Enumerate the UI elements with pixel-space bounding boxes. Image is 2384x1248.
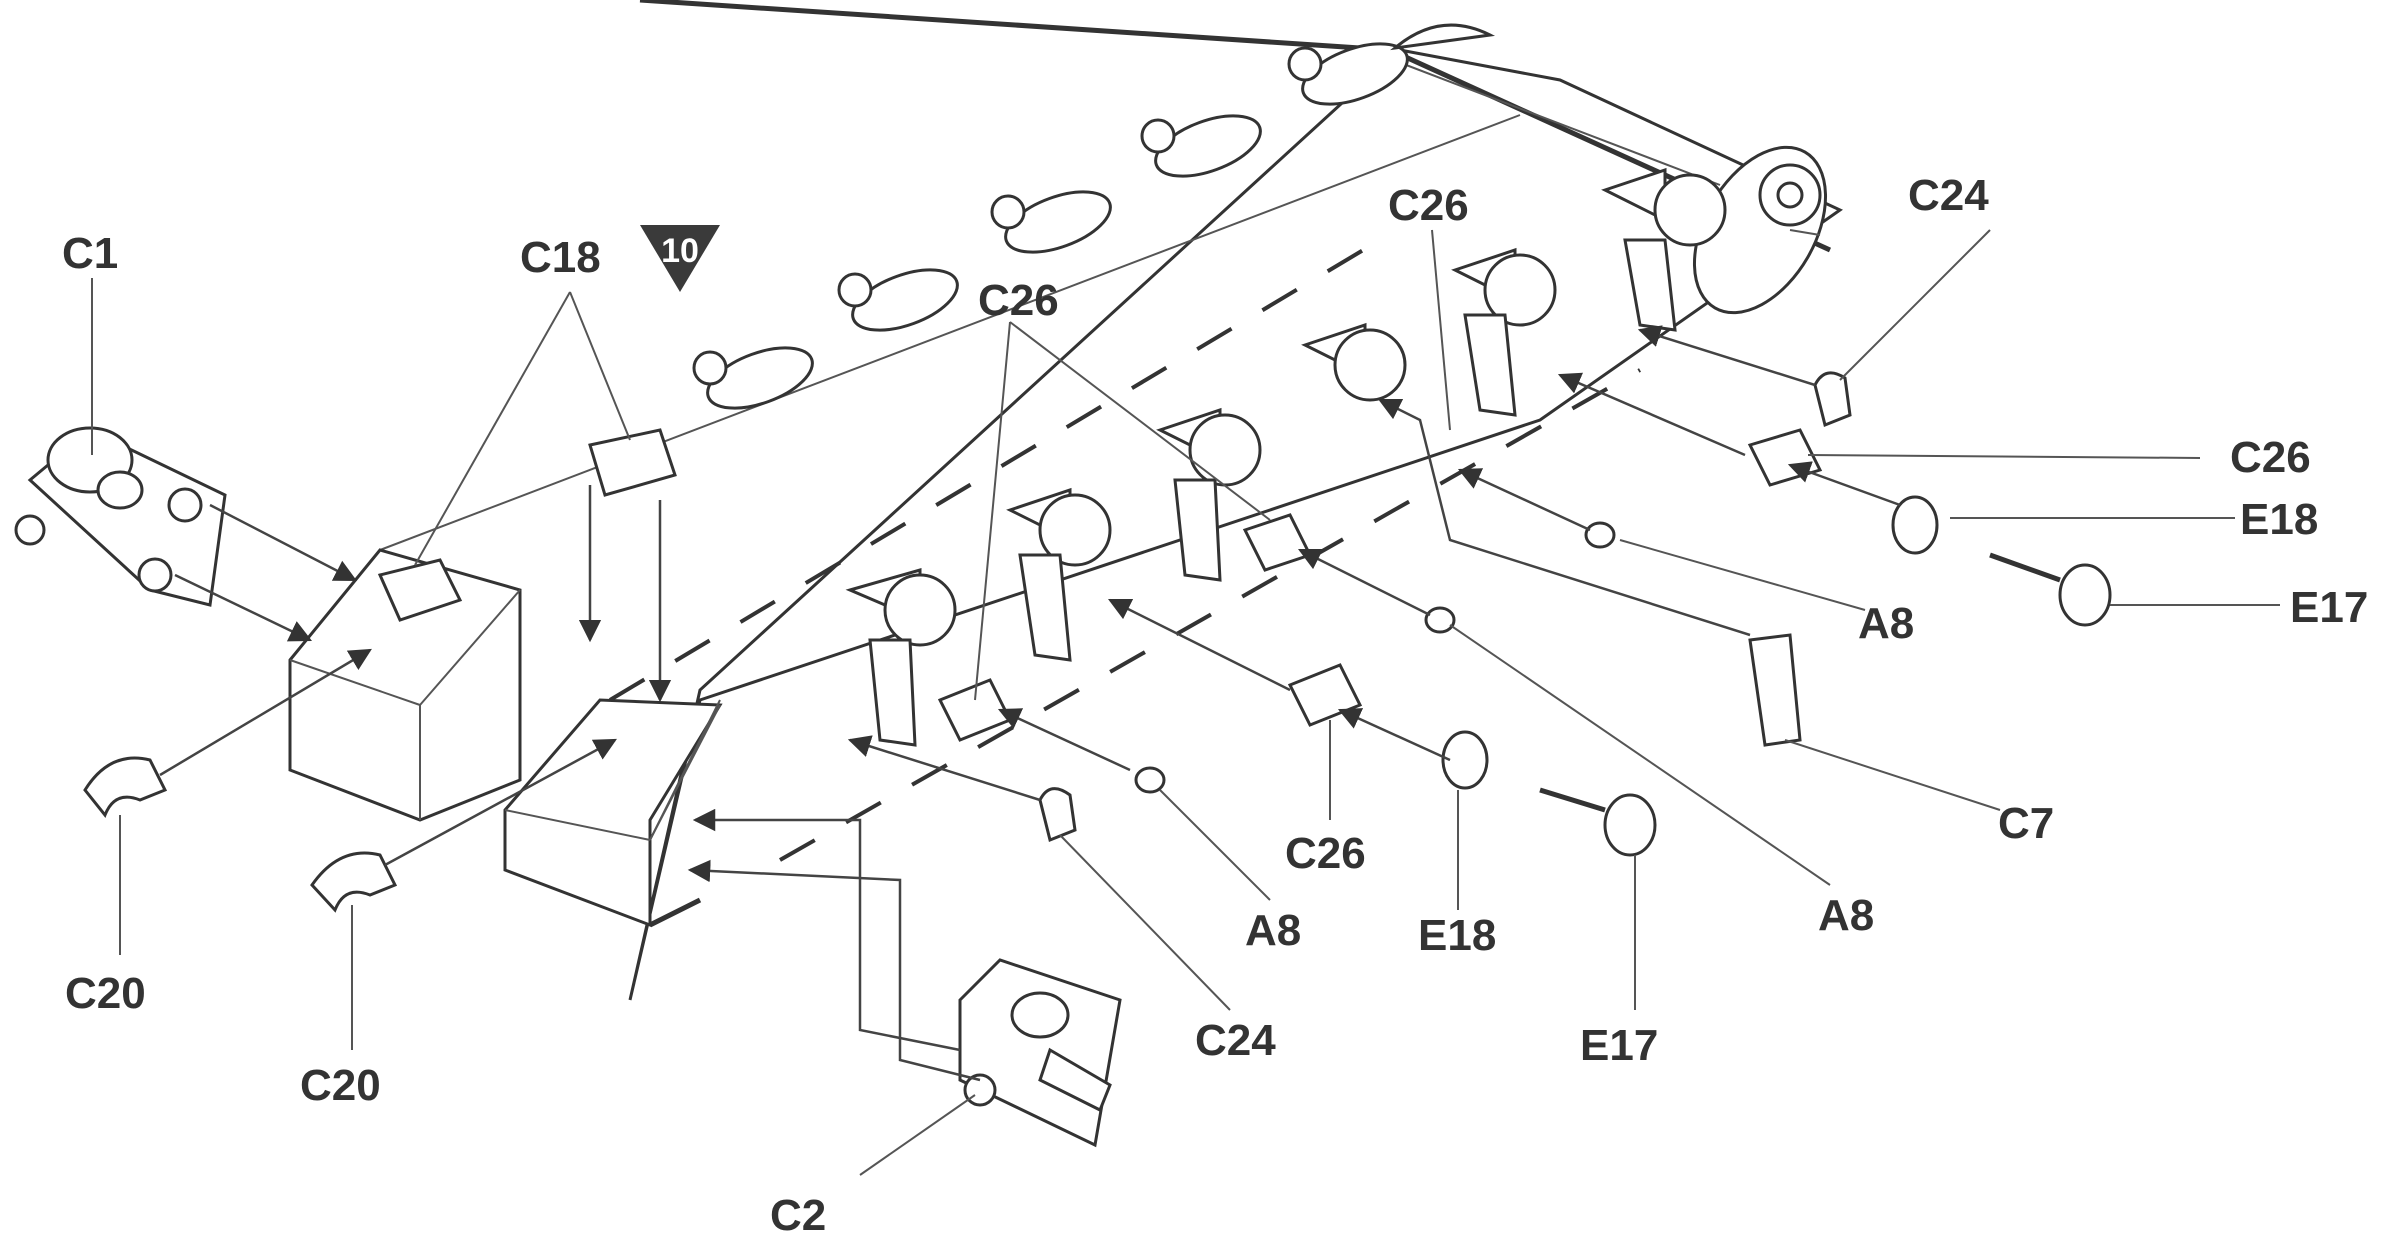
final-drive-c1 <box>14 426 227 607</box>
callout-e18-r: E18 <box>2240 495 2318 544</box>
pin-a8-r <box>1584 521 1616 549</box>
piece-c24-top <box>1813 371 1852 428</box>
step-marker-triangle <box>640 225 720 292</box>
callout-c20-l: C20 <box>65 969 146 1018</box>
callout-e17-low: E17 <box>1580 1021 1658 1070</box>
callout-c24-top: C24 <box>1908 171 1989 220</box>
spring-c7 <box>1748 633 1802 747</box>
step-number: 10 <box>661 232 699 270</box>
step-marker: 10 <box>640 225 720 292</box>
wheel-e17-r <box>2058 563 2112 627</box>
callout-c18: C18 <box>520 233 601 282</box>
brackets-c18 <box>377 428 677 622</box>
wheel-e18-r <box>1891 495 1939 555</box>
pin-a8-low <box>1424 606 1456 634</box>
return-roller-3 <box>990 190 1112 254</box>
callout-c24-low: C24 <box>1195 1016 1276 1065</box>
suspension-unit-3 <box>1156 407 1262 582</box>
wedge-c26-d <box>1747 428 1823 487</box>
callout-c7: C7 <box>1998 799 2054 848</box>
suspension-unit-5 <box>1451 247 1557 417</box>
suspension-unit-4 <box>1301 322 1407 402</box>
callout-a8-r: A8 <box>1858 599 1914 648</box>
wheel-e17-low <box>1603 793 1657 857</box>
suspension-units <box>845 167 1727 747</box>
callout-c1: C1 <box>62 229 118 278</box>
suspension-unit-6 <box>1601 167 1727 332</box>
return-rollers <box>692 23 1496 410</box>
callout-a8-mid: A8 <box>1245 906 1301 955</box>
callout-c20-m: C20 <box>300 1061 381 1110</box>
callout-c26-low: C26 <box>1285 829 1366 878</box>
wedge-c26-a <box>937 678 1013 742</box>
part-callouts: C1 C18 C26 C26 C24 C26 E18 E17 A8 C7 A8 … <box>62 171 2368 1240</box>
idler-assembly <box>1692 145 1828 315</box>
callout-c2: C2 <box>770 1191 826 1240</box>
dome-cap <box>1390 23 1496 51</box>
return-roller-2 <box>837 268 959 332</box>
callout-c26-r: C26 <box>2230 433 2311 482</box>
pin-a8-mid <box>1134 766 1166 794</box>
leader-lines <box>91 229 2280 1176</box>
clips-c20 <box>83 756 398 913</box>
return-roller-1 <box>692 346 814 410</box>
callout-c26-mid: C26 <box>978 276 1059 325</box>
pins-a8 <box>1134 521 1616 794</box>
wheel-parts <box>1441 495 2112 857</box>
callout-e17-r: E17 <box>2290 583 2368 632</box>
callout-e18-low: E18 <box>1418 911 1496 960</box>
assembly-arrows <box>159 325 1901 1082</box>
return-roller-4 <box>1140 114 1262 178</box>
drive-housing-c2 <box>958 958 1122 1148</box>
callout-c26-top: C26 <box>1388 181 1469 230</box>
suspension-unit-1 <box>845 568 957 747</box>
callout-a8-low: A8 <box>1818 891 1874 940</box>
suspension-unit-2 <box>1006 487 1112 662</box>
wedge-c26-b <box>1242 513 1313 572</box>
piece-c24-low <box>1038 787 1077 843</box>
return-roller-5 <box>1287 42 1409 106</box>
wheel-e18-low <box>1441 730 1489 790</box>
wedge-c26-c <box>1287 663 1363 727</box>
